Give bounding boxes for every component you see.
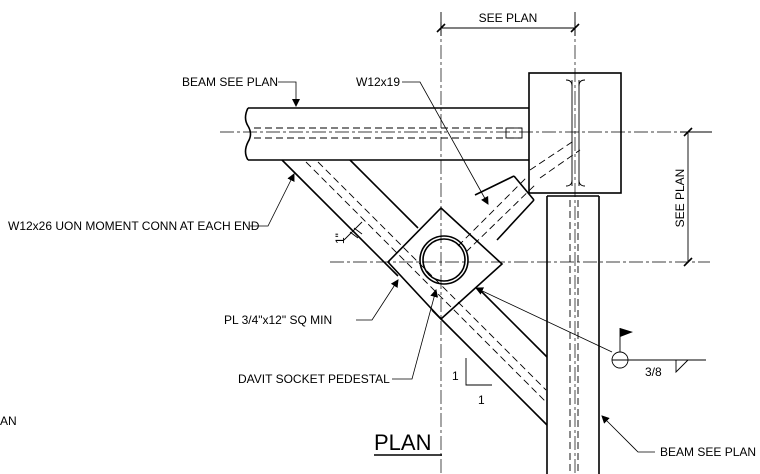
diag-beam-lower-edge-a [281, 159, 399, 277]
plate-leader [356, 279, 399, 321]
weld-arrow [475, 287, 613, 353]
one-inch-tick-2 [353, 227, 363, 235]
w12x26-leader [250, 173, 295, 227]
davit-socket-outer [419, 235, 469, 285]
slope-run-label: 1 [478, 393, 485, 407]
dim-tick-right-top [683, 127, 693, 137]
see-plan-top-label: SEE PLAN [479, 11, 538, 25]
one-inch-label: 1" [333, 233, 347, 244]
dim-tick-right-bottom [683, 257, 693, 267]
slope-triangle [465, 358, 492, 386]
fillet-weld-symbol-icon [675, 359, 689, 374]
beam-see-plan-bottom-label: BEAM SEE PLAN [660, 445, 756, 459]
beam-see-plan-top-label: BEAM SEE PLAN [182, 75, 278, 89]
brace-top-edge [474, 175, 515, 196]
brace-bottom-edge [496, 199, 535, 241]
diag-beam-lower-edge-b [431, 309, 548, 426]
top-beam-clip [505, 127, 523, 139]
diag-beam-upper-edge-a [349, 159, 419, 229]
slope-rise-label: 1 [452, 369, 459, 383]
left-edge-text: AN [0, 414, 17, 428]
davit-leader [392, 289, 439, 380]
davit-label: DAVIT SOCKET PEDESTAL [238, 372, 390, 386]
brace-hidden-4 [539, 149, 581, 179]
w12x26-label: W12x26 UON MOMENT CONN AT EACH END [8, 219, 260, 233]
diag-beam-upper-edge-b [479, 289, 548, 358]
see-plan-right-label: SEE PLAN [673, 169, 687, 228]
diag-beam-hidden-2 [317, 161, 547, 391]
base-plate [386, 206, 504, 321]
brace-end [513, 175, 535, 201]
one-inch-dim-line [343, 221, 363, 241]
dim-tick-left [436, 23, 446, 33]
weld-size-label: 3/8 [645, 365, 662, 379]
one-inch-tick-1 [349, 231, 359, 239]
plate-label: PL 3/4"x12" SQ MIN [224, 313, 332, 327]
w12x19-leader [402, 81, 489, 205]
w12x19-label: W12x19 [356, 75, 400, 89]
drawing-title: PLAN [374, 430, 431, 455]
brace-hidden-3 [529, 139, 576, 171]
top-beam-break [244, 107, 252, 161]
davit-socket-inner [422, 238, 466, 282]
beam-see-plan-bottom-leader [601, 415, 655, 453]
column-fillets [565, 79, 586, 187]
diag-beam-hidden-1 [305, 161, 547, 403]
field-weld-flag-icon [620, 328, 633, 337]
beam-see-plan-top-leader [278, 81, 300, 107]
dim-tick-right [570, 23, 580, 33]
